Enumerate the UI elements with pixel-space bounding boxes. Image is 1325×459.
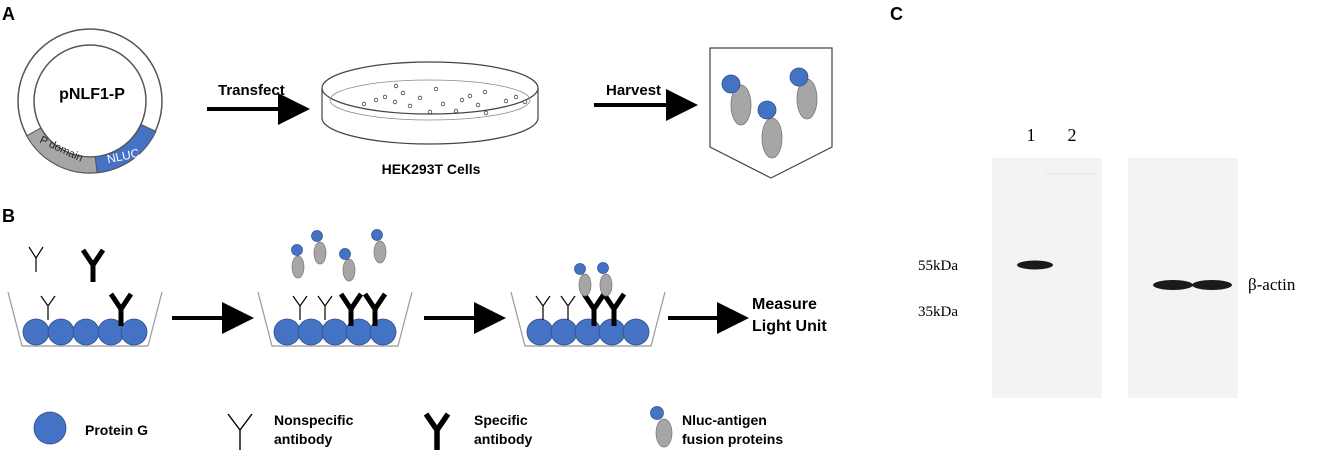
panel-label-a: A (2, 4, 15, 24)
lane-1-label: 1 (1027, 125, 1036, 145)
legend-specific-icon (423, 412, 451, 450)
petri-dish (321, 61, 539, 145)
band-actin-lane2 (1192, 280, 1232, 290)
blot-left (992, 158, 1102, 398)
legend: Protein G Nonspecific antibody Specific … (33, 406, 783, 450)
measure-label-2: Light Unit (752, 318, 827, 335)
band-actin-lane1 (1153, 280, 1193, 290)
measure-label-1: Measure (752, 296, 817, 313)
well-3 (510, 262, 666, 347)
legend-nonspecific-icon (227, 413, 253, 450)
marker-55kda: 55kDa (918, 258, 958, 274)
blot-right (1128, 158, 1238, 398)
legend-protein-g: Protein G (85, 422, 148, 438)
transfect-label: Transfect (218, 82, 285, 99)
nluc-label: NLUC (106, 146, 141, 167)
well-1 (7, 291, 163, 347)
legend-fusion-2: fusion proteins (682, 431, 783, 447)
actin-label: β-actin (1248, 275, 1296, 294)
marker-35kda: 35kDa (918, 304, 958, 320)
harvest-label: Harvest (606, 82, 661, 99)
plasmid: pNLF1-P P domain NLUC (17, 28, 163, 174)
harvest-tube (709, 47, 833, 179)
free-fusion-proteins (291, 229, 387, 282)
lane-2-label: 2 (1068, 125, 1077, 145)
plasmid-label: pNLF1-P (59, 86, 125, 103)
band-lane1-55kda (1017, 260, 1053, 270)
dish-label: HEK293T Cells (382, 161, 481, 177)
specific-antibody-free (80, 248, 106, 282)
legend-specific-2: antibody (474, 431, 533, 447)
legend-specific-1: Specific (474, 412, 528, 428)
panel-label-b: B (2, 206, 15, 226)
cells (361, 83, 528, 116)
nonspecific-antibody-free (28, 246, 44, 272)
legend-nonspecific-1: Nonspecific (274, 412, 354, 428)
legend-nonspecific-2: antibody (274, 431, 333, 447)
nluc-segment (94, 123, 157, 174)
legend-fusion-1: Nluc-antigen (682, 412, 767, 428)
legend-fusion-icon (650, 406, 673, 448)
legend-protein-g-icon (33, 411, 67, 445)
panel-label-c: C (890, 4, 903, 24)
well-2 (257, 291, 413, 347)
